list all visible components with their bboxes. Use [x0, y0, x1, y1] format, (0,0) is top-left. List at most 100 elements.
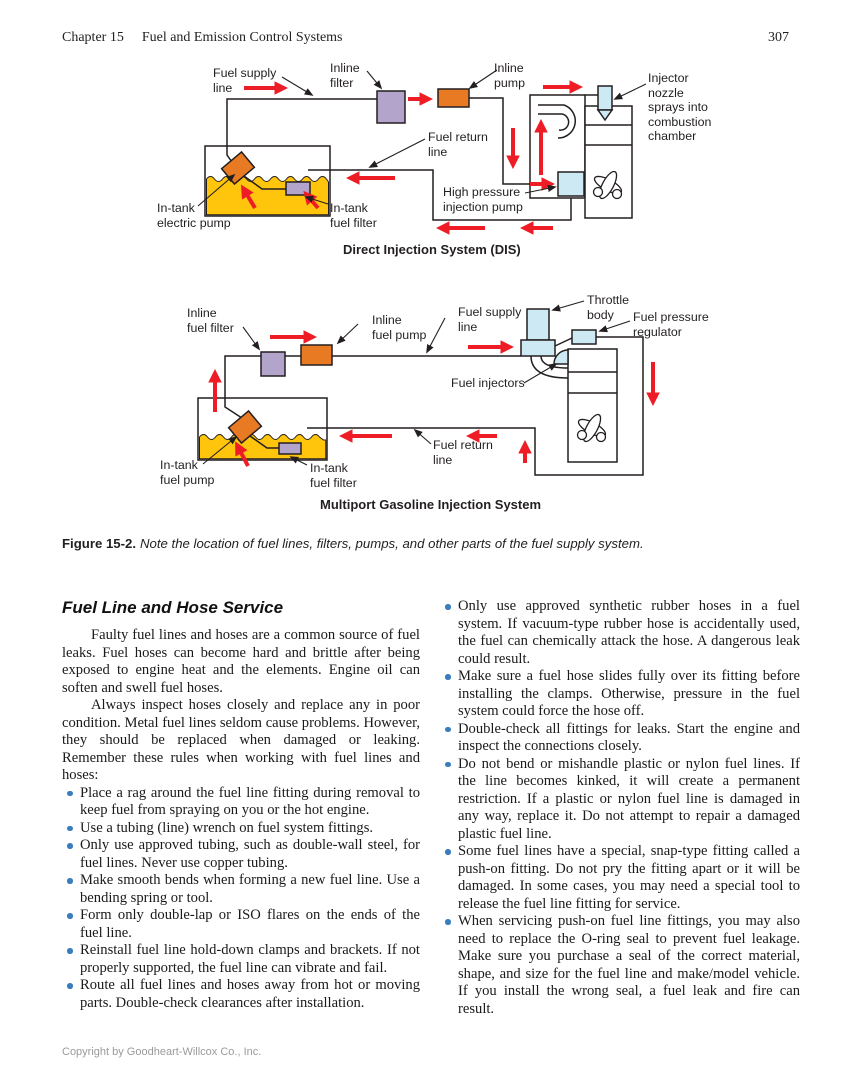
dis-caption: Direct Injection System (DIS) — [343, 242, 521, 257]
bullet-icon — [445, 849, 451, 855]
list-item: Double-check all fittings for leaks. Sta… — [440, 721, 800, 756]
label-pointer — [281, 76, 314, 96]
rules-list-right: Only use approved synthetic rubber hoses… — [440, 598, 800, 1018]
chapter-number: Chapter 15 — [62, 30, 124, 45]
label-in-tank-fuel-pump: In-tank fuel pump — [160, 458, 215, 487]
intake-duct-inner — [538, 113, 570, 131]
label-inline-filter: Inline filter — [330, 61, 360, 90]
fuel-rail-inner — [540, 355, 569, 369]
article-paragraphs: Faulty fuel lines and hoses are a common… — [62, 627, 420, 785]
inline-fuel-filter-box — [260, 351, 286, 377]
engine-block — [584, 105, 633, 219]
list-item-text: Make sure a fuel hose slides fully over … — [458, 668, 800, 719]
label-in-tank-fuel-filter: In-tank fuel filter — [310, 461, 357, 490]
fuel-pressure-regulator-box — [571, 329, 597, 345]
label-fuel-return-line: Fuel return line — [433, 438, 493, 467]
in-tank-filter-box — [285, 181, 311, 196]
bullet-icon — [445, 919, 451, 925]
high-pressure-pump-box — [557, 171, 585, 197]
throttle-body-stem — [526, 308, 550, 341]
label-fuel-supply-line: Fuel supply line — [458, 305, 522, 334]
multiport-diagram-canvas — [197, 300, 660, 476]
label-fuel-pressure-regulator: Fuel pressure regulator — [633, 310, 709, 339]
pickup-line — [249, 435, 279, 449]
fuel-rail-outer — [530, 355, 569, 379]
label-pointer — [551, 300, 585, 312]
list-item-text: Use a tubing (line) wrench on fuel syste… — [80, 819, 374, 836]
page-number: 307 — [768, 30, 789, 45]
figure-caption: Figure 15-2.Note the location of fuel li… — [62, 536, 752, 551]
list-item: When servicing push-on fuel line fitting… — [440, 913, 800, 1018]
list-item-text: Only use approved synthetic rubber hoses… — [458, 598, 800, 667]
fuel-supply-line-path — [224, 355, 261, 421]
label-inline-fuel-pump: Inline fuel pump — [372, 313, 427, 342]
article-heading: Fuel Line and Hose Service — [62, 598, 284, 617]
dis-diagram-canvas — [197, 69, 647, 235]
dis-diagram: Fuel supply line Inline filter Inline pu… — [60, 58, 800, 274]
label-injector-nozzle: Injector nozzle sprays into combustion c… — [648, 71, 712, 144]
figure-caption-text: Note the location of fuel lines, filters… — [140, 536, 644, 551]
fuel-supply-line-path — [226, 98, 377, 163]
label-inline-fuel-filter: Inline fuel filter — [187, 306, 234, 335]
flow-arrow — [235, 441, 250, 467]
list-item-text: Make smooth bends when forming a new fue… — [80, 872, 420, 906]
crankshaft-icon — [592, 170, 623, 200]
label-in-tank-fuel-filter: In-tank fuel filter — [330, 201, 377, 230]
list-item-text: Place a rag around the fuel line fitting… — [80, 784, 420, 819]
list-item: Only use approved tubing, such as double… — [62, 837, 420, 872]
label-pointer — [366, 70, 383, 90]
fuel-return-line-path — [307, 336, 644, 476]
inline-fuel-pump-box — [300, 344, 333, 366]
label-pointer — [304, 195, 329, 205]
fuel-return-line-path — [308, 169, 572, 221]
list-item: Only use approved synthetic rubber hoses… — [440, 598, 800, 668]
body-paragraph: Faulty fuel lines and hoses are a common… — [62, 627, 420, 696]
label-pointer — [523, 363, 558, 384]
page-header: Chapter 15 Fuel and Emission Control Sys… — [62, 30, 789, 46]
bullet-icon — [67, 948, 73, 954]
list-item-text: Reinstall fuel line hold-down clamps and… — [80, 942, 420, 976]
list-item-text: When servicing push-on fuel line fitting… — [458, 913, 800, 1017]
crankshaft-icon — [576, 413, 607, 443]
label-in-tank-electric-pump: In-tank electric pump — [157, 201, 231, 230]
label-inline-pump: Inline pump — [494, 61, 525, 90]
chapter-title: Fuel and Emission Control Systems — [141, 30, 343, 45]
intake-duct-outer — [538, 104, 577, 139]
list-item: Use a tubing (line) wrench on fuel syste… — [62, 820, 420, 838]
article-right-column: Only use approved synthetic rubber hoses… — [440, 598, 800, 1018]
flow-arrow — [240, 184, 257, 210]
bullet-icon — [67, 878, 73, 884]
list-item: Make sure a fuel hose slides fully over … — [440, 668, 800, 721]
list-item-text: Form only double-lap or ISO flares on th… — [80, 907, 420, 941]
bullet-icon — [67, 983, 73, 989]
label-pointer — [468, 69, 498, 89]
label-high-pressure-pump: High pressure injection pump — [443, 185, 523, 214]
list-item-text: Double-check all fittings for leaks. Sta… — [458, 720, 800, 755]
label-throttle-body: Throttle body — [587, 293, 630, 322]
in-tank-pump-box — [227, 409, 263, 445]
label-fuel-return-line: Fuel return line — [428, 130, 488, 159]
bullet-icon — [445, 761, 451, 768]
in-tank-filter-box — [278, 442, 302, 455]
injector-nozzle-tip — [596, 109, 614, 122]
list-item: Reinstall fuel line hold-down clamps and… — [62, 942, 420, 977]
label-pointer — [197, 173, 236, 207]
bullet-icon — [445, 604, 451, 610]
bullet-icon — [67, 843, 73, 849]
bullet-icon — [67, 825, 73, 832]
label-pointer — [426, 317, 446, 354]
label-pointer — [289, 456, 308, 466]
fuel-injector-shape — [553, 349, 569, 365]
list-item-text: Only use approved tubing, such as double… — [80, 837, 420, 871]
list-item: Some fuel lines have a special, snap-typ… — [440, 843, 800, 913]
multiport-caption: Multiport Gasoline Injection System — [320, 497, 542, 512]
throttle-body-base — [520, 339, 556, 357]
list-item: Route all fuel lines and hoses away from… — [62, 977, 420, 1012]
rules-list-left: Place a rag around the fuel line fitting… — [62, 785, 420, 1013]
bullet-icon — [445, 726, 451, 733]
list-item-text: Do not bend or mishandle plastic or nylo… — [458, 755, 800, 842]
body-paragraph: Always inspect hoses closely and replace… — [62, 697, 420, 783]
multiport-diagram: Inline fuel filter Inline fuel pump Fuel… — [60, 290, 800, 522]
engine-block — [567, 348, 618, 463]
